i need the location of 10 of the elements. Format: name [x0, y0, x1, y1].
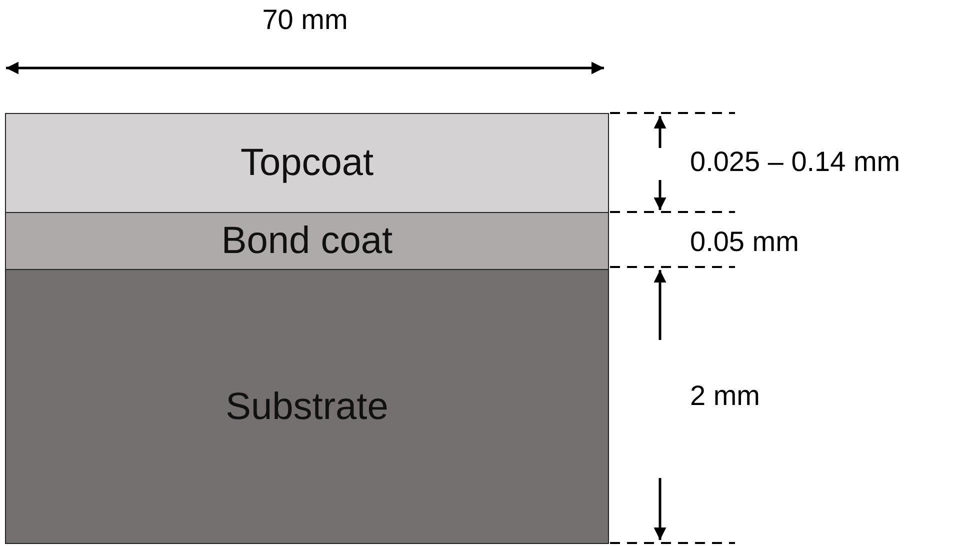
- layer-label: Substrate: [226, 388, 388, 426]
- layer-label: Topcoat: [240, 144, 374, 182]
- bond-coat-layer: [5, 212, 609, 270]
- topcoat-layer: [5, 113, 609, 213]
- dimension-label: 0.025 – 0.14 mm: [690, 148, 900, 176]
- layer-label: Bond coat: [221, 222, 393, 260]
- dimension-label: 2 mm: [690, 382, 760, 410]
- dimension-label: 0.05 mm: [690, 228, 799, 256]
- dimension-label: 70 mm: [262, 6, 348, 34]
- substrate-layer: [5, 269, 609, 544]
